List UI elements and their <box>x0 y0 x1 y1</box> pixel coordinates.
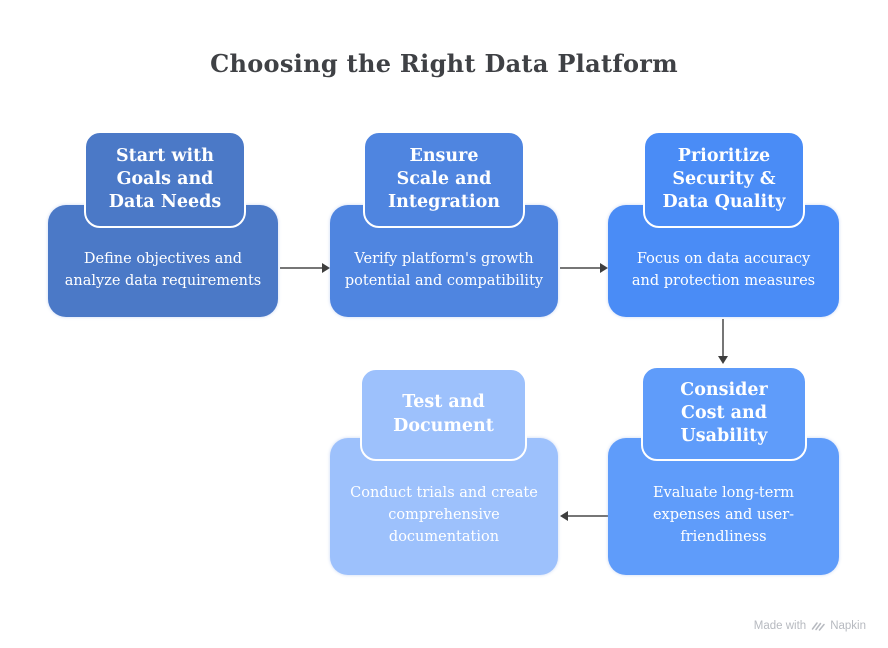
arrow-left-icon <box>560 511 608 521</box>
made-with-napkin-badge: Made with Napkin <box>754 620 866 632</box>
card-title: Consider Cost and Usability <box>641 366 807 461</box>
page-title: Choosing the Right Data Platform <box>210 49 678 78</box>
card-title: Prioritize Security & Data Quality <box>643 131 805 228</box>
arrow-down-icon <box>718 319 728 364</box>
arrow-right-icon <box>280 263 330 273</box>
arrow-right-icon <box>560 263 608 273</box>
napkin-logo-icon <box>811 620 825 632</box>
napkin-brand-label: Napkin <box>830 620 866 632</box>
made-with-label: Made with <box>753 620 807 632</box>
card-title: Start with Goals and Data Needs <box>84 131 246 228</box>
card-title: Ensure Scale and Integration <box>363 131 525 228</box>
card-title: Test and Document <box>360 368 527 461</box>
